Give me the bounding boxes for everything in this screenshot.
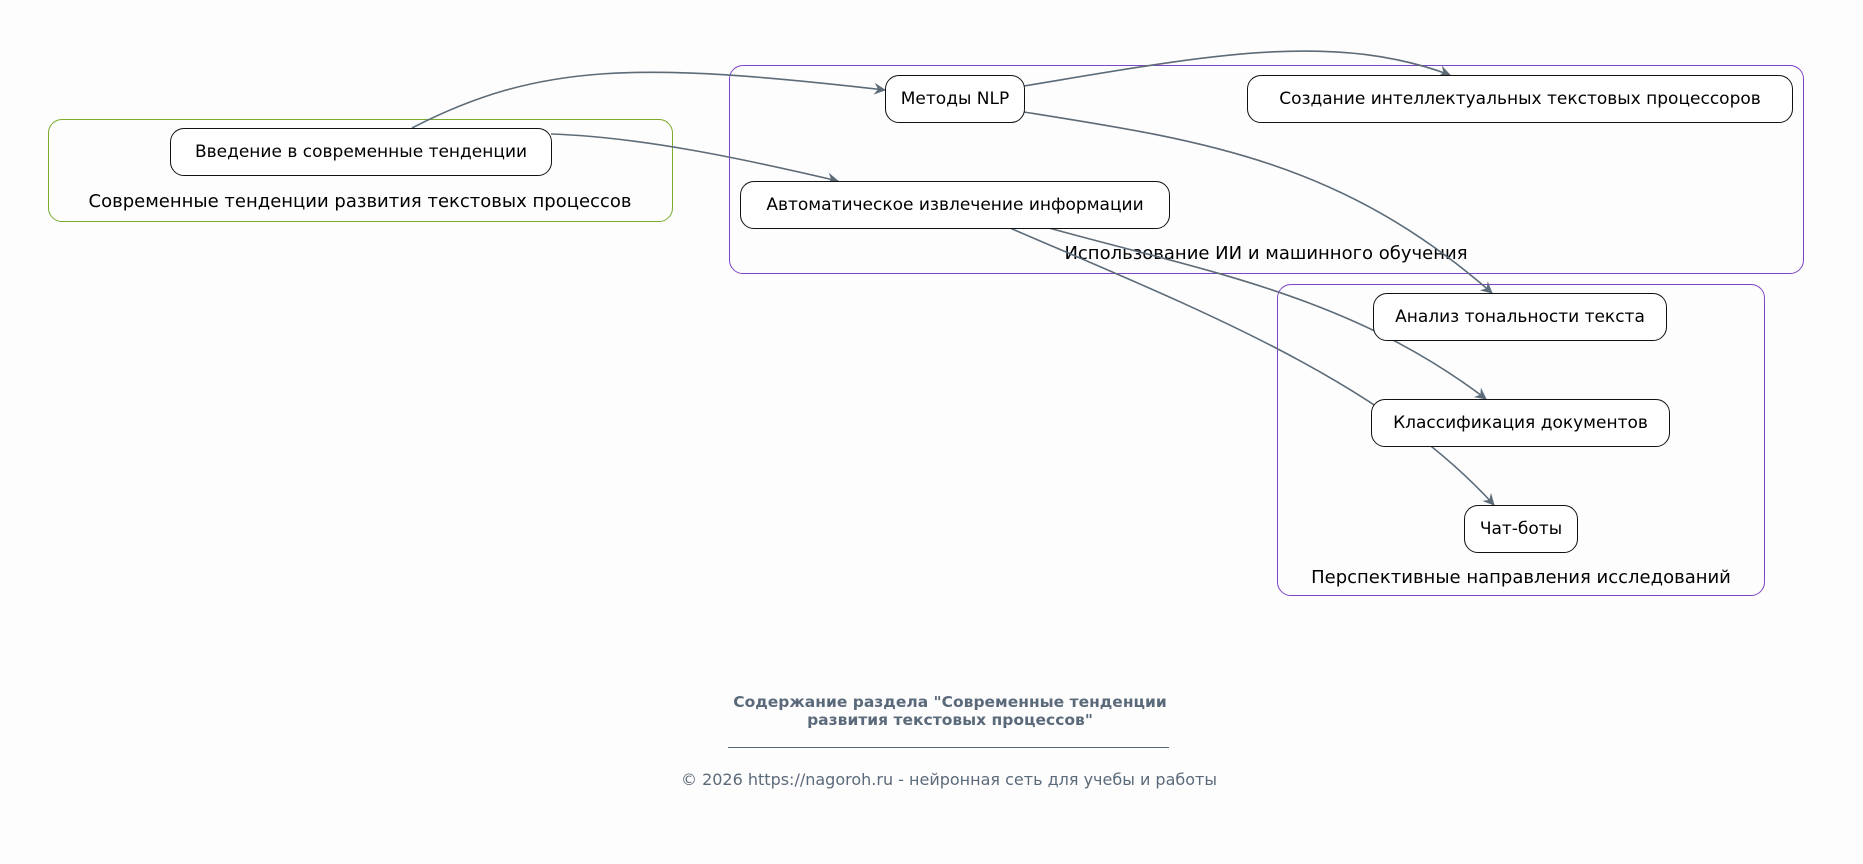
footer-copyright: © 2026 https://nagoroh.ru - нейронная се… — [680, 770, 1217, 789]
edge-nlp-creation — [1023, 50, 1451, 87]
node-sentiment[interactable]: Анализ тональности текста — [1373, 293, 1667, 341]
node-classification[interactable]: Классификация документов — [1371, 399, 1670, 447]
footer-title-line1: Содержание раздела "Современные тенденци… — [733, 693, 1167, 711]
edge-intro-nlp — [411, 71, 886, 129]
node-nlp[interactable]: Методы NLP — [885, 75, 1025, 123]
edge-nlp-sentiment — [1023, 111, 1493, 294]
node-intro[interactable]: Введение в современные тенденции — [170, 128, 552, 176]
cluster-trends-label: Современные тенденции развития текстовых… — [88, 191, 632, 212]
footer-divider — [728, 747, 1169, 748]
node-chatbots[interactable]: Чат-боты — [1464, 505, 1578, 553]
cluster-research-label: Перспективные направления исследований — [1311, 567, 1731, 588]
cluster-research — [1277, 284, 1765, 596]
cluster-ai — [729, 65, 1804, 274]
cluster-trends — [48, 119, 673, 222]
node-creation[interactable]: Создание интеллектуальных текстовых проц… — [1247, 75, 1793, 123]
footer-title-line2: развития текстовых процессов" — [807, 711, 1093, 729]
node-extraction[interactable]: Автоматическое извлечение информации — [740, 181, 1170, 229]
edge-extraction-chatbots — [1009, 227, 1495, 506]
edge-extraction-classification — [1048, 227, 1487, 400]
edge-intro-extraction — [550, 133, 839, 185]
